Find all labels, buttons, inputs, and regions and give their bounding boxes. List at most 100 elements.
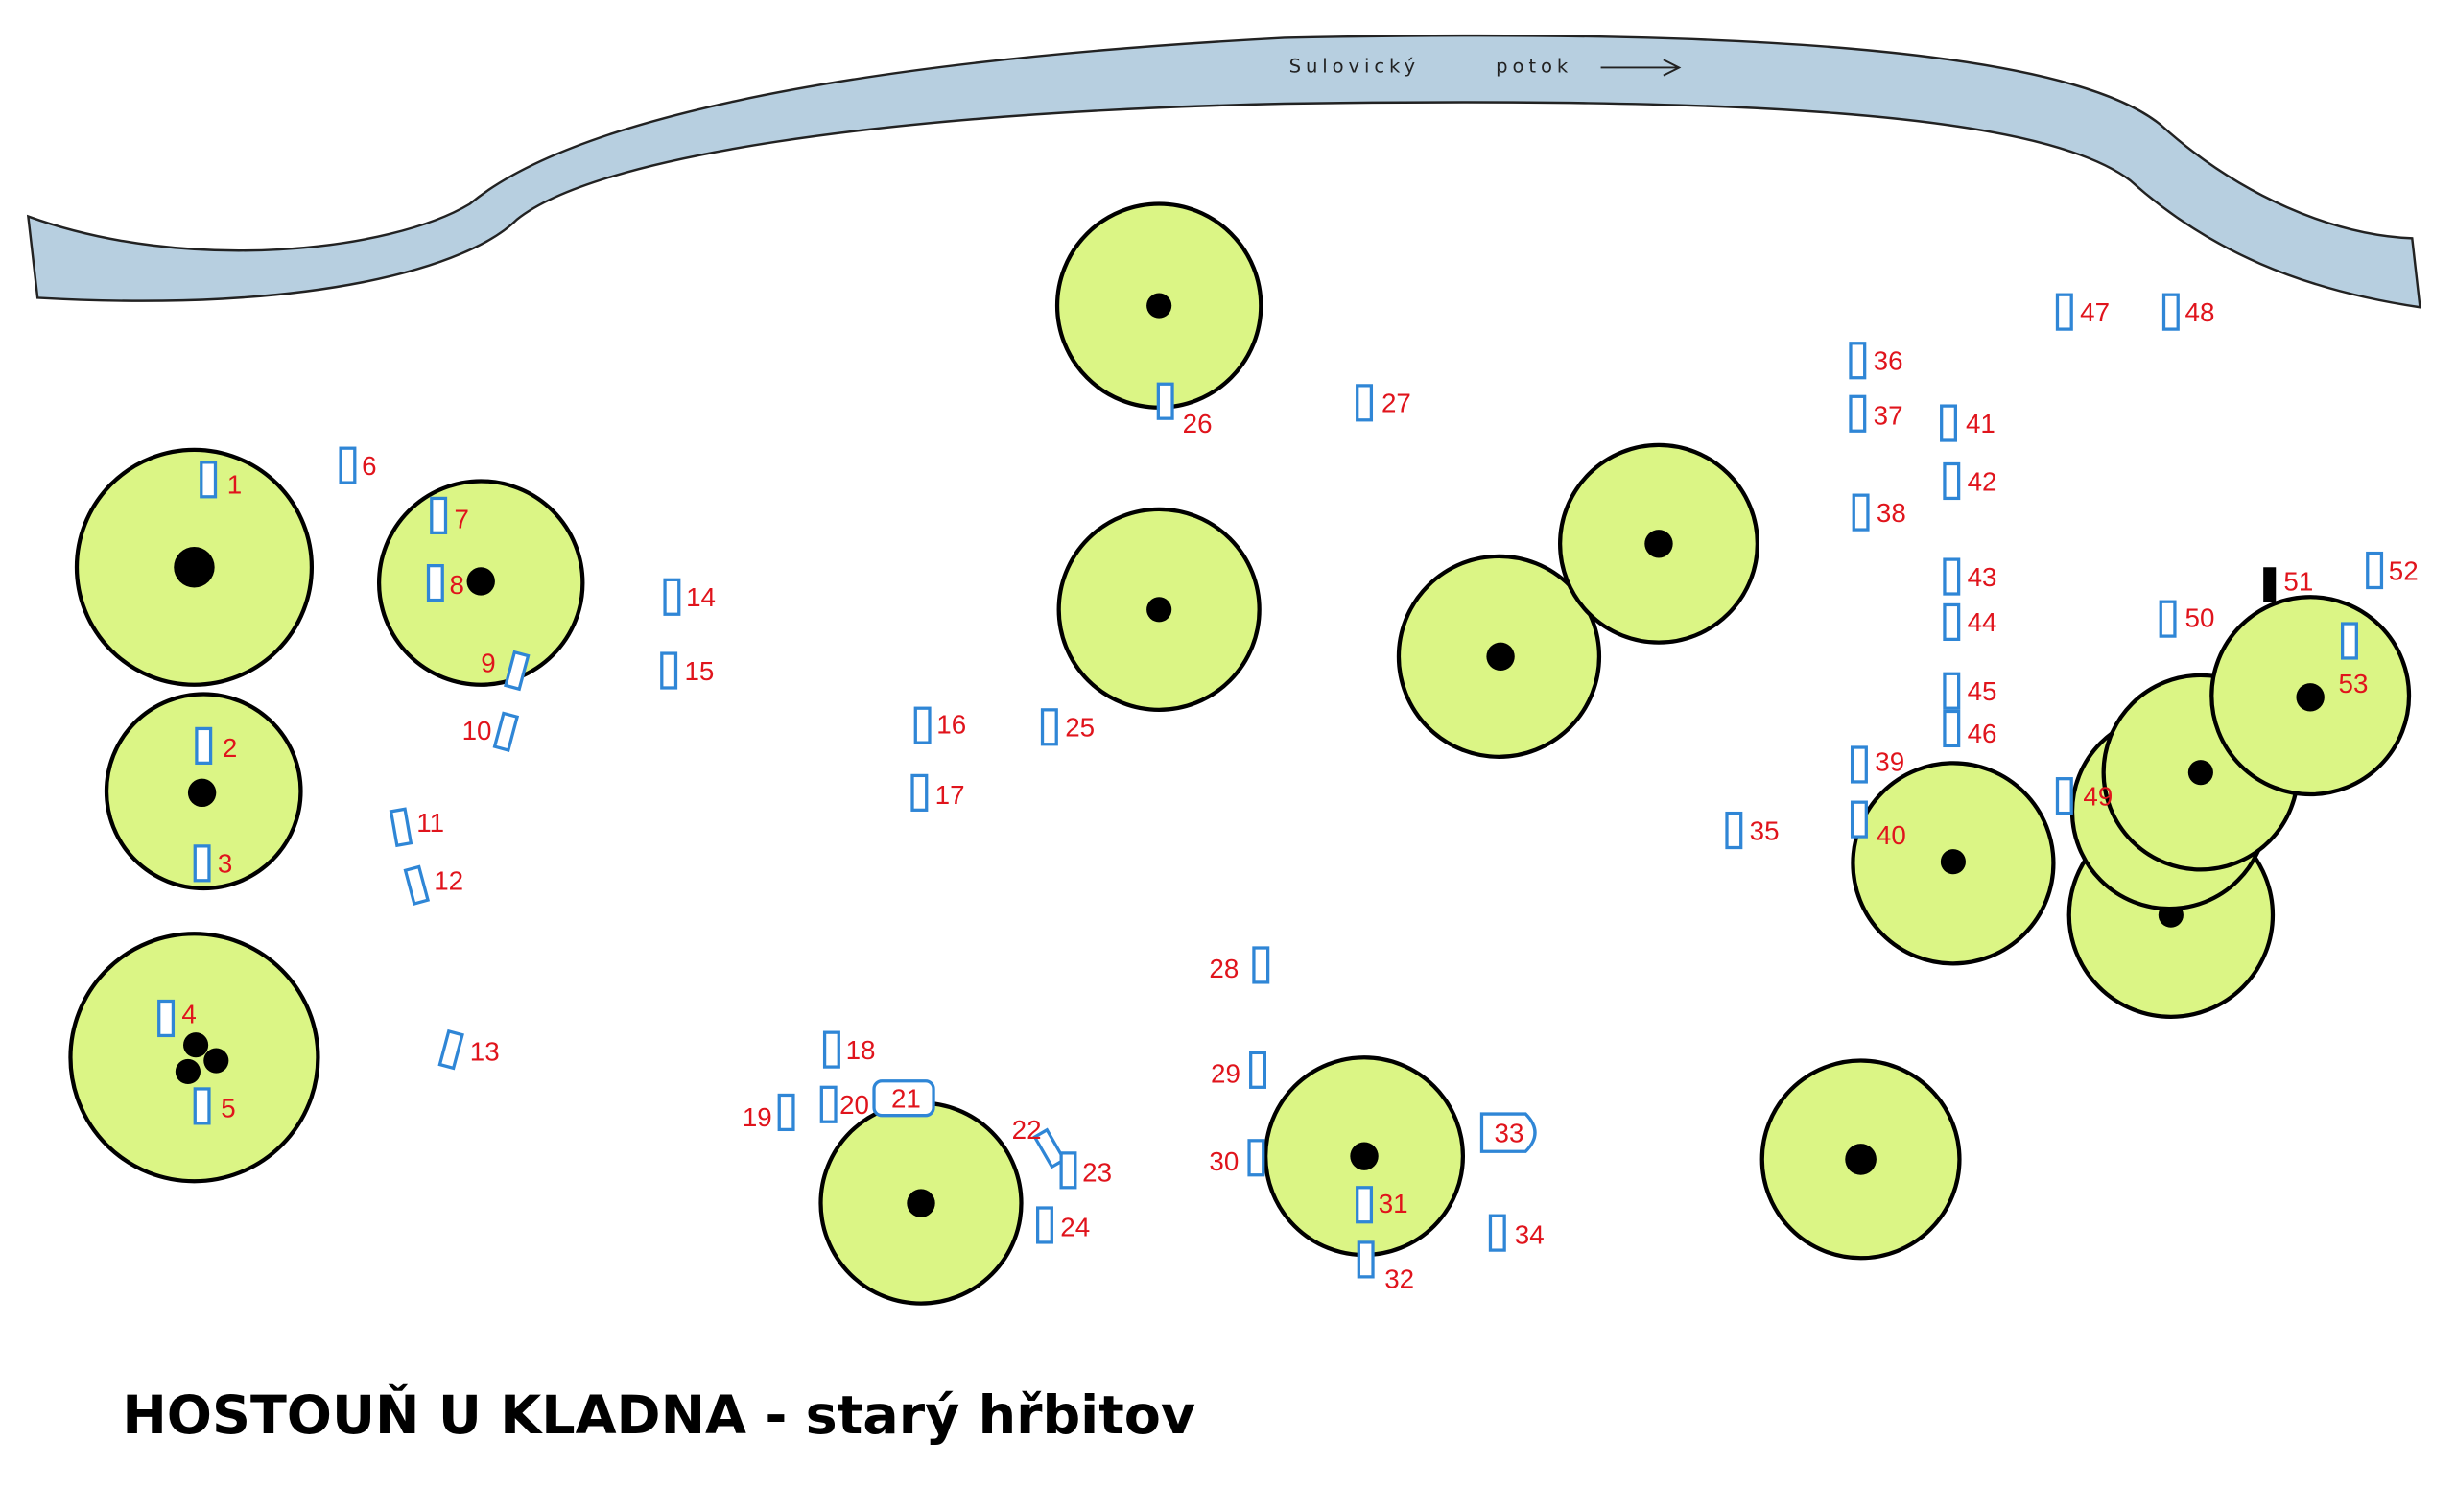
grave-rect bbox=[910, 773, 929, 812]
grave-5[interactable]: 5 bbox=[193, 1087, 236, 1125]
grave-number: 5 bbox=[221, 1093, 235, 1122]
grave-number: 35 bbox=[1750, 815, 1780, 845]
grave-rect bbox=[1032, 1127, 1067, 1169]
tree bbox=[1851, 761, 2056, 966]
grave-12[interactable]: 12 bbox=[403, 864, 464, 906]
grave-number: 33 bbox=[1495, 1118, 1524, 1147]
grave-1[interactable]: 1 bbox=[200, 461, 242, 500]
grave-4[interactable]: 4 bbox=[157, 999, 197, 1038]
grave-48[interactable]: 48 bbox=[2161, 293, 2215, 331]
grave-number: 51 bbox=[2283, 567, 2313, 597]
grave-39[interactable]: 39 bbox=[1850, 745, 1905, 784]
grave-34[interactable]: 34 bbox=[1488, 1214, 1545, 1252]
grave-3[interactable]: 3 bbox=[193, 844, 232, 883]
grave-rect bbox=[1852, 493, 1870, 532]
grave-9[interactable]: 9 bbox=[481, 649, 531, 692]
tree bbox=[1759, 1058, 1962, 1261]
tree-trunk-icon bbox=[1350, 1142, 1379, 1170]
grave-rect bbox=[504, 650, 531, 692]
grave-number: 6 bbox=[362, 451, 376, 481]
tree-trunk-icon bbox=[2187, 760, 2213, 786]
grave-38[interactable]: 38 bbox=[1852, 493, 1906, 532]
grave-rect bbox=[339, 446, 357, 484]
grave-20[interactable]: 20 bbox=[819, 1085, 869, 1123]
grave-number: 41 bbox=[1966, 409, 1996, 438]
grave-13[interactable]: 13 bbox=[437, 1028, 500, 1071]
grave-24[interactable]: 24 bbox=[1036, 1206, 1091, 1244]
grave-rect bbox=[1036, 1206, 1053, 1244]
grave-17[interactable]: 17 bbox=[910, 773, 965, 812]
grave-46[interactable]: 46 bbox=[1943, 709, 1997, 748]
grave-rect bbox=[1356, 1186, 1374, 1224]
grave-36[interactable]: 36 bbox=[1849, 342, 1903, 380]
grave-35[interactable]: 35 bbox=[1725, 811, 1780, 850]
grave-31[interactable]: 31 bbox=[1356, 1186, 1408, 1224]
grave-21[interactable]: 21 bbox=[872, 1079, 935, 1118]
grave-rect bbox=[777, 1093, 795, 1132]
grave-2[interactable]: 2 bbox=[195, 726, 237, 765]
grave-14[interactable]: 14 bbox=[663, 578, 716, 616]
grave-number: 40 bbox=[1877, 820, 1906, 850]
grave-number: 8 bbox=[450, 570, 464, 600]
grave-6[interactable]: 6 bbox=[339, 446, 377, 484]
grave-rect bbox=[2366, 551, 2384, 590]
grave-26[interactable]: 26 bbox=[1156, 382, 1213, 438]
grave-number: 49 bbox=[2083, 781, 2113, 811]
grave-29[interactable]: 29 bbox=[1211, 1051, 1266, 1089]
grave-rect bbox=[193, 1087, 211, 1125]
grave-37[interactable]: 37 bbox=[1849, 394, 1903, 433]
grave-41[interactable]: 41 bbox=[1940, 404, 1996, 442]
grave-11[interactable]: 11 bbox=[389, 807, 444, 848]
grave-rect bbox=[492, 711, 520, 752]
grave-rect bbox=[2055, 777, 2073, 815]
grave-number: 27 bbox=[1382, 389, 1411, 418]
tree bbox=[104, 692, 303, 891]
grave-47[interactable]: 47 bbox=[2055, 293, 2110, 331]
grave-rect bbox=[1943, 557, 1961, 596]
grave-rect bbox=[2055, 293, 2073, 331]
grave-52[interactable]: 52 bbox=[2366, 551, 2419, 590]
grave-28[interactable]: 28 bbox=[1209, 946, 1270, 984]
grave-27[interactable]: 27 bbox=[1356, 384, 1411, 422]
grave-number: 38 bbox=[1877, 498, 1906, 528]
grave-rect bbox=[2161, 293, 2180, 331]
grave-25[interactable]: 25 bbox=[1040, 708, 1096, 746]
grave-19[interactable]: 19 bbox=[743, 1093, 795, 1132]
grave-8[interactable]: 8 bbox=[426, 564, 464, 602]
grave-15[interactable]: 15 bbox=[660, 651, 715, 690]
grave-32[interactable]: 32 bbox=[1357, 1240, 1414, 1293]
grave-43[interactable]: 43 bbox=[1943, 557, 1997, 596]
tree-trunk-icon bbox=[174, 547, 215, 588]
grave-23[interactable]: 23 bbox=[1059, 1151, 1112, 1190]
tree-trunk-icon bbox=[1486, 642, 1515, 672]
grave-number: 19 bbox=[743, 1102, 772, 1132]
grave-50[interactable]: 50 bbox=[2159, 600, 2214, 638]
tree bbox=[1056, 507, 1262, 712]
tree-trunk-icon bbox=[2296, 683, 2325, 712]
grave-rect bbox=[1943, 672, 1961, 710]
grave-10[interactable]: 10 bbox=[462, 711, 520, 752]
tree-trunk-icon bbox=[1146, 597, 1172, 623]
grave-51[interactable]: 51 bbox=[2263, 567, 2313, 602]
grave-number: 21 bbox=[891, 1084, 921, 1114]
grave-rect bbox=[1488, 1214, 1506, 1252]
grave-7[interactable]: 7 bbox=[430, 496, 469, 534]
grave-40[interactable]: 40 bbox=[1850, 800, 1906, 850]
grave-22[interactable]: 22 bbox=[1012, 1115, 1067, 1169]
grave-rect bbox=[1247, 1139, 1265, 1177]
grave-number: 17 bbox=[935, 780, 965, 810]
grave-number: 18 bbox=[846, 1035, 876, 1065]
grave-number: 9 bbox=[481, 649, 495, 678]
grave-16[interactable]: 16 bbox=[913, 706, 966, 744]
grave-45[interactable]: 45 bbox=[1943, 672, 1997, 710]
grave-42[interactable]: 42 bbox=[1943, 461, 1997, 501]
grave-30[interactable]: 30 bbox=[1209, 1139, 1265, 1177]
river-shape bbox=[26, 34, 2421, 309]
grave-33[interactable]: 33 bbox=[1479, 1112, 1537, 1153]
grave-53[interactable]: 53 bbox=[2339, 622, 2369, 698]
grave-44[interactable]: 44 bbox=[1943, 602, 1997, 641]
grave-49[interactable]: 49 bbox=[2055, 777, 2113, 815]
grave-18[interactable]: 18 bbox=[822, 1030, 876, 1069]
grave-number: 48 bbox=[2185, 297, 2215, 327]
